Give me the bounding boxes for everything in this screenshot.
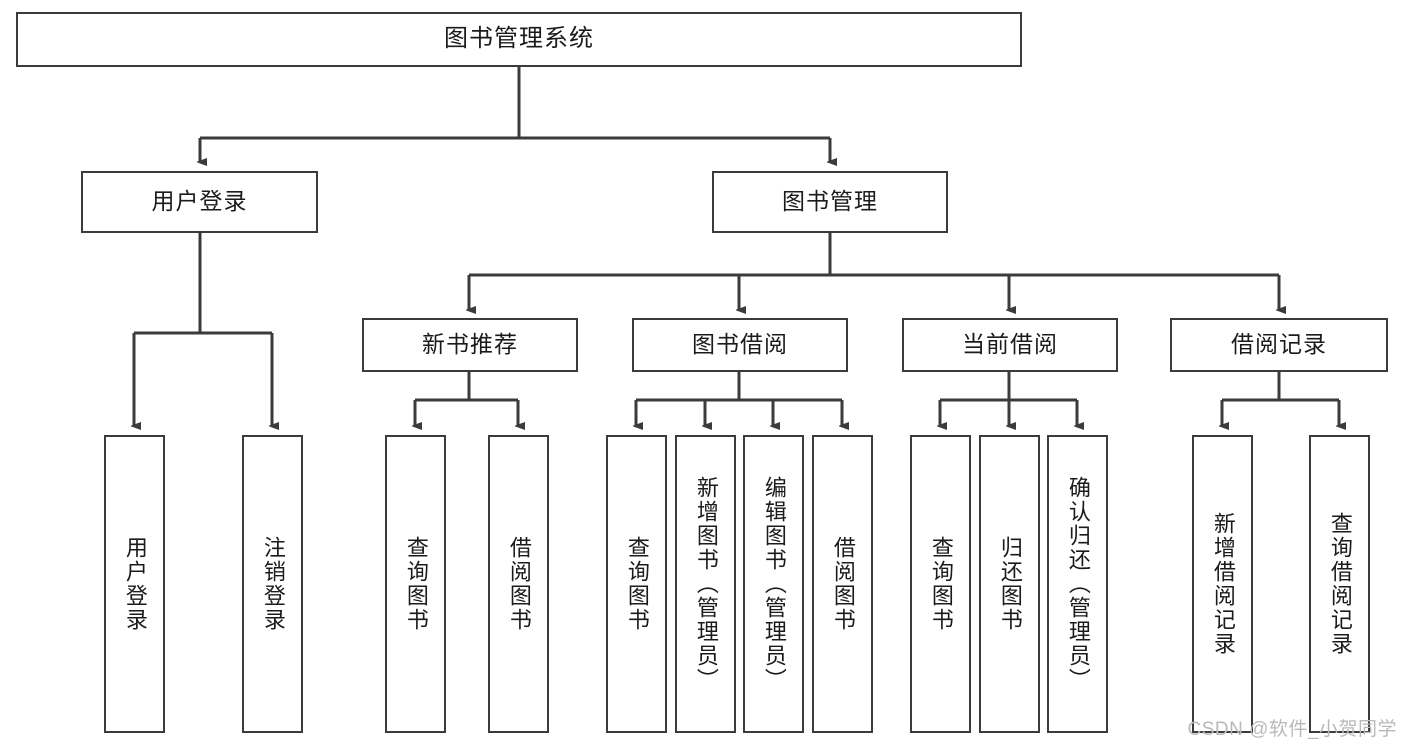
leaf-new-book-query[interactable]: 查询图书 bbox=[385, 435, 446, 733]
leaf-label: 新增图书（管理员） bbox=[693, 476, 719, 692]
leaf-label: 借阅图书 bbox=[506, 536, 532, 632]
leaf-book-borrow-query[interactable]: 查询图书 bbox=[606, 435, 667, 733]
leaf-new-book-borrow[interactable]: 借阅图书 bbox=[488, 435, 549, 733]
leaf-book-borrow-add[interactable]: 新增图书（管理员） bbox=[675, 435, 736, 733]
node-user-login[interactable]: 用户登录 bbox=[81, 171, 318, 233]
leaf-current-borrow-query[interactable]: 查询图书 bbox=[910, 435, 971, 733]
leaf-label: 查询图书 bbox=[928, 536, 954, 632]
leaf-user-login-login[interactable]: 用户登录 bbox=[104, 435, 165, 733]
leaf-current-borrow-confirm-return[interactable]: 确认归还（管理员） bbox=[1047, 435, 1108, 733]
watermark-text: CSDN @软件_小贺同学 bbox=[1187, 719, 1397, 740]
node-current-borrow[interactable]: 当前借阅 bbox=[902, 318, 1118, 372]
leaf-label: 查询借阅记录 bbox=[1327, 512, 1353, 656]
leaf-book-borrow-edit[interactable]: 编辑图书（管理员） bbox=[743, 435, 804, 733]
node-book-borrow[interactable]: 图书借阅 bbox=[632, 318, 848, 372]
leaf-label: 用户登录 bbox=[122, 536, 148, 632]
leaf-current-borrow-return[interactable]: 归还图书 bbox=[979, 435, 1040, 733]
node-new-book-recommend[interactable]: 新书推荐 bbox=[362, 318, 578, 372]
leaf-user-login-logout[interactable]: 注销登录 bbox=[242, 435, 303, 733]
leaf-label: 编辑图书（管理员） bbox=[761, 476, 787, 692]
leaf-label: 注销登录 bbox=[260, 536, 286, 632]
leaf-book-borrow-borrow[interactable]: 借阅图书 bbox=[812, 435, 873, 733]
node-borrow-record[interactable]: 借阅记录 bbox=[1170, 318, 1388, 372]
leaf-label: 查询图书 bbox=[403, 536, 429, 632]
leaf-borrow-record-add[interactable]: 新增借阅记录 bbox=[1192, 435, 1253, 733]
leaf-label: 查询图书 bbox=[624, 536, 650, 632]
leaf-label: 确认归还（管理员） bbox=[1065, 476, 1091, 692]
node-root-system[interactable]: 图书管理系统 bbox=[16, 12, 1022, 67]
leaf-label: 归还图书 bbox=[997, 536, 1023, 632]
leaf-label: 新增借阅记录 bbox=[1210, 512, 1236, 656]
leaf-borrow-record-query[interactable]: 查询借阅记录 bbox=[1309, 435, 1370, 733]
leaf-label: 借阅图书 bbox=[830, 536, 856, 632]
node-book-management[interactable]: 图书管理 bbox=[712, 171, 948, 233]
